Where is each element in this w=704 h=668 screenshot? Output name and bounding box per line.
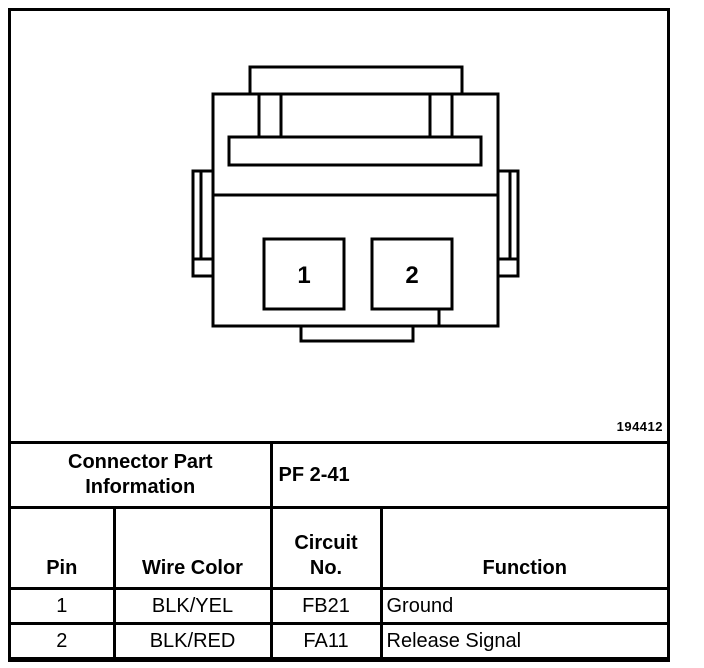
part-info-label-line2: Information [85, 476, 196, 498]
header-pin: Pin [11, 506, 116, 590]
table-row: 1 BLK/YEL FB21 Ground [11, 587, 667, 625]
figure-id: 194412 [616, 419, 663, 434]
bottom-key [299, 326, 415, 343]
lock-tab [248, 65, 464, 94]
cell-circuit: FB21 [269, 587, 383, 625]
header-circuit-line1: Circuit [294, 532, 358, 554]
pin-number-2: 2 [405, 262, 418, 289]
header-circuit-line2: No. [309, 557, 343, 579]
part-info-row: Connector Part Information PF 2-41 [11, 441, 667, 509]
part-info-label-line1: Connector Part [68, 451, 213, 473]
side-ear-right [498, 169, 520, 278]
pin-cavity-1 [262, 237, 346, 311]
cell-circuit: FA11 [269, 622, 383, 660]
connector-face-drawing: 1 2 [191, 65, 520, 343]
latch-post-right [428, 92, 454, 139]
connector-info-table: Connector Part Information PF 2-41 Pin W… [11, 441, 667, 660]
cell-pin: 1 [11, 587, 116, 625]
connector-diagram: 1 2 194412 [11, 11, 667, 441]
part-info-value: PF 2-41 [269, 441, 667, 509]
latch-bar [227, 135, 483, 167]
latch-post-left [257, 92, 283, 139]
cell-wire-color: BLK/YEL [112, 587, 273, 625]
cell-wire-color: BLK/RED [112, 622, 273, 660]
table-header-row: Pin Wire Color Circuit No. Function [11, 506, 667, 590]
header-circuit-no: Circuit No. [269, 506, 383, 590]
connector-body [211, 92, 500, 328]
side-ear-left [191, 169, 213, 278]
table-row: 2 BLK/RED FA11 Release Signal [11, 622, 667, 660]
part-info-label: Connector Part Information [11, 441, 273, 509]
header-wire-color: Wire Color [112, 506, 273, 590]
cell-function: Release Signal [379, 622, 667, 660]
header-function: Function [379, 506, 667, 590]
pin-number-1: 1 [297, 262, 310, 289]
cell-pin: 2 [11, 622, 116, 660]
cell-function: Ground [379, 587, 667, 625]
connector-sheet: 1 2 194412 Connector Part Information PF… [8, 8, 670, 662]
pin-cavity-2 [370, 237, 454, 311]
